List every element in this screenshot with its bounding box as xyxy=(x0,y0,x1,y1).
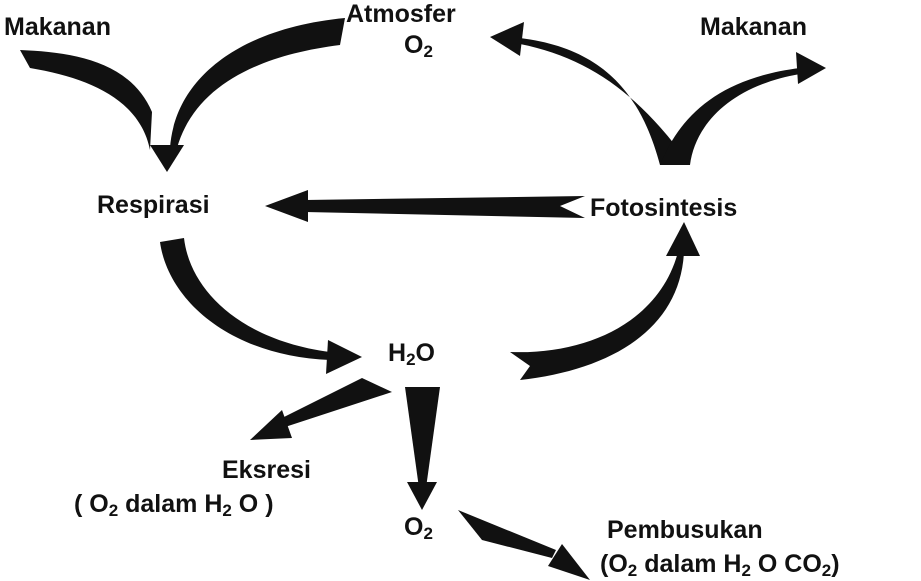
eksresi-detail-part-a: ( O xyxy=(74,490,109,518)
arrowhead-to-respirasi xyxy=(265,190,308,222)
pembusukan-detail-part-b: dalam H xyxy=(637,550,742,578)
o2-top-symbol: O xyxy=(404,31,424,59)
pembusukan-detail-sub-a: 2 xyxy=(627,561,638,580)
label-fotosintesis: Fotosintesis xyxy=(590,194,738,222)
label-pembusukan: Pembusukan xyxy=(607,516,763,544)
pembusukan-detail-part-c: O CO xyxy=(750,550,822,578)
pembusukan-detail-sub-c: 2 xyxy=(821,561,832,580)
pembusukan-detail-sub-b: 2 xyxy=(741,561,751,580)
o2-top-subscript: 2 xyxy=(423,42,433,61)
label-atmosfer: Atmosfer xyxy=(346,0,456,28)
arrow-h2o-to-fotosintesis xyxy=(510,252,684,380)
label-respirasi: Respirasi xyxy=(97,191,210,219)
arrowhead-to-o2-top xyxy=(490,22,524,56)
arrow-fotosintesis-to-makanan xyxy=(660,68,800,165)
arrowhead-makanan-to-respirasi xyxy=(150,145,184,172)
h2o-h: H xyxy=(388,339,407,367)
label-o2-bottom: O2 xyxy=(404,513,433,543)
eksresi-detail-sub-b: 2 xyxy=(222,501,232,520)
label-eksresi-detail: ( O2 dalam H2 O ) xyxy=(74,490,274,520)
h2o-o: O xyxy=(415,339,435,367)
arrowhead-to-h2o xyxy=(326,340,362,374)
eksresi-detail-part-c: O ) xyxy=(231,490,274,518)
arrow-atmosfer-to-respirasi xyxy=(170,18,345,148)
o2-bottom-symbol: O xyxy=(404,513,424,541)
arrow-h2o-to-o2 xyxy=(405,387,440,488)
eksresi-detail-part-b: dalam H xyxy=(118,490,223,518)
label-eksresi: Eksresi xyxy=(222,456,311,484)
pembusukan-detail-part-d: ) xyxy=(831,550,840,578)
label-h2o: H2O xyxy=(388,339,435,369)
label-o2-top: O2 xyxy=(404,31,433,61)
pembusukan-detail-part-a: (O xyxy=(600,550,628,578)
arrow-o2-to-pembusukan xyxy=(458,510,556,558)
arrowhead-to-pembusukan xyxy=(548,544,590,580)
label-makanan-right: Makanan xyxy=(700,13,807,41)
arrow-h2o-to-eksresi xyxy=(278,378,392,428)
label-makanan-left: Makanan xyxy=(4,13,111,41)
arrowhead-to-fotosintesis xyxy=(666,222,700,256)
arrowhead-to-makanan-right xyxy=(796,52,826,84)
arrow-fotosintesis-to-respirasi xyxy=(305,196,585,218)
arrowhead-to-o2-bottom xyxy=(407,482,437,510)
arrow-fotosintesis-to-atmosfer xyxy=(520,38,690,165)
arrowhead-to-eksresi xyxy=(250,410,292,440)
eksresi-detail-sub-a: 2 xyxy=(108,501,119,520)
arrow-respirasi-to-h2o xyxy=(160,238,330,360)
arrow-makanan-to-respirasi xyxy=(20,50,152,150)
label-pembusukan-detail: (O2 dalam H2 O CO2) xyxy=(600,550,840,580)
o2-bottom-subscript: 2 xyxy=(423,524,433,543)
h2o-subscript: 2 xyxy=(406,350,416,369)
